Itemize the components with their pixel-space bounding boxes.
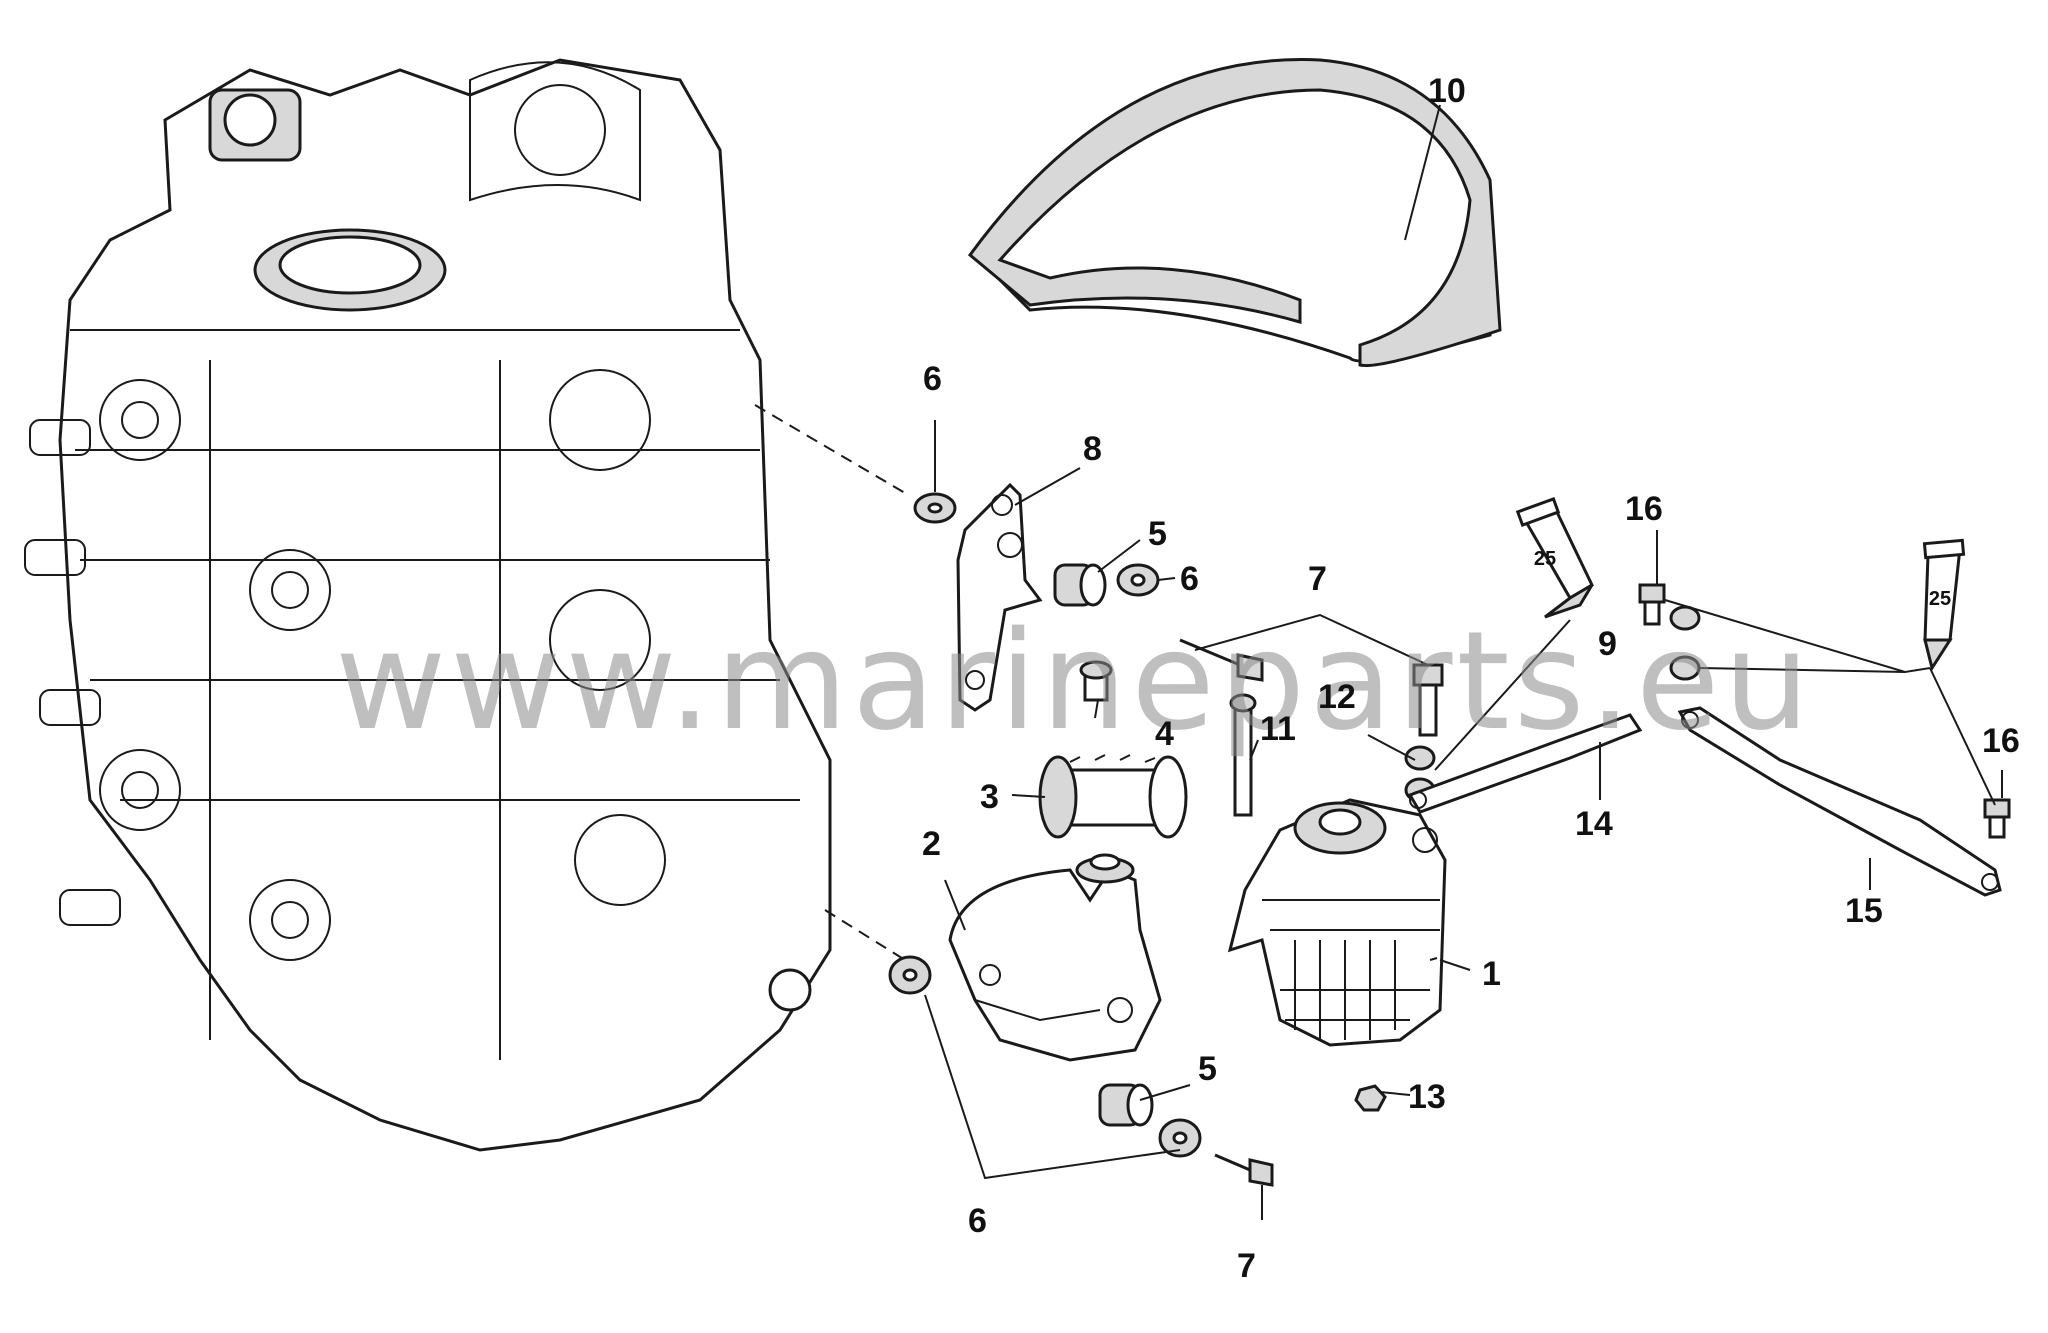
callout-10: 10 — [1428, 72, 1466, 110]
spacer-upper — [1053, 563, 1107, 607]
belt-tensioner — [948, 853, 1162, 1062]
watermark: www.marineparts.eu — [335, 603, 1814, 761]
bolt-upper — [1179, 638, 1264, 682]
alignment-line-upper — [754, 404, 906, 494]
washer-9-a — [1404, 745, 1436, 771]
callout-5-lower: 5 — [1198, 1050, 1217, 1088]
washer-lower-left-hole — [902, 968, 918, 982]
alignment-line-lower — [824, 909, 906, 961]
nut — [1354, 1084, 1387, 1112]
callout-16-lower: 16 — [1982, 722, 2020, 760]
callout-12: 12 — [1318, 678, 1356, 716]
callout-7-lower: 7 — [1237, 1247, 1256, 1285]
callout-5-upper: 5 — [1148, 515, 1167, 553]
callout-11: 11 — [1260, 710, 1296, 748]
washer-lower-right-hole — [1172, 1131, 1188, 1145]
callout-4: 4 — [1155, 715, 1174, 753]
callout-8: 8 — [1083, 430, 1102, 468]
lubricant-tube-left: 25 — [1515, 497, 1594, 619]
callout-13: 13 — [1408, 1078, 1446, 1116]
stay-rod — [1677, 706, 2002, 897]
bolt-lower — [1214, 1153, 1274, 1187]
washer-9-d — [1669, 655, 1701, 681]
lubricant-tube-right: 25 — [1922, 538, 1966, 672]
lubricant-tube-right-label: 25 — [1929, 588, 1951, 610]
engine-block — [24, 58, 832, 1152]
callout-1: 1 — [1482, 955, 1501, 993]
alternator — [1227, 798, 1447, 1047]
bracket — [956, 482, 1043, 712]
bolt-16-lower — [1983, 798, 2011, 839]
washer-upper-left-hole — [927, 502, 943, 514]
washer-upper-right-hole — [1130, 573, 1146, 587]
callout-15: 15 — [1845, 892, 1883, 930]
callout-2: 2 — [922, 825, 941, 863]
pulley — [1038, 754, 1188, 839]
callout-6-bottom: 6 — [968, 1202, 987, 1240]
callout-6-mid: 6 — [1180, 560, 1199, 598]
bolt-small — [1079, 660, 1113, 702]
leader-lines — [924, 104, 2003, 1220]
callout-16-upper: 16 — [1625, 490, 1663, 528]
callout-7-upper: 7 — [1308, 560, 1327, 598]
link-rod — [1407, 713, 1643, 814]
callout-14: 14 — [1575, 805, 1613, 843]
spacer-lower — [1098, 1083, 1154, 1127]
callout-9: 9 — [1598, 625, 1617, 663]
callout-labels: 1 2 3 4 5 5 6 6 6 7 7 8 9 10 11 12 13 14… — [922, 72, 2020, 1285]
callout-6-top: 6 — [923, 360, 942, 398]
drive-belt — [967, 58, 1502, 368]
lubricant-tube-left-label: 25 — [1534, 548, 1556, 570]
bolt-12 — [1412, 663, 1444, 737]
callout-3: 3 — [980, 778, 999, 816]
